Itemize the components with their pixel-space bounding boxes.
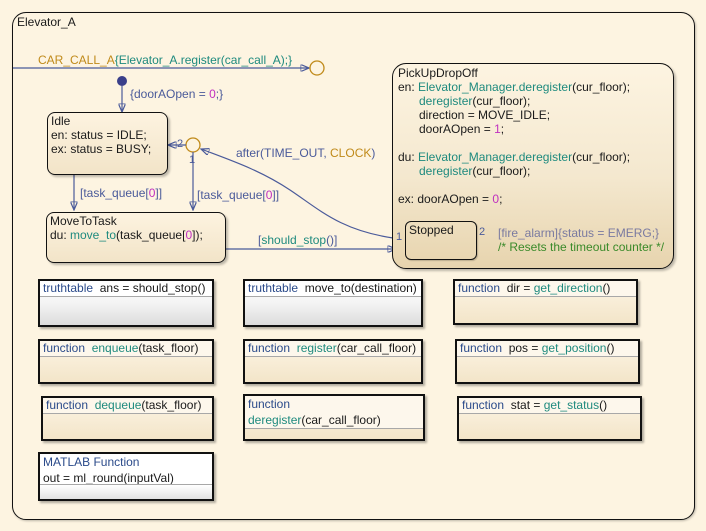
state-stopped[interactable]: Stopped <box>405 221 477 260</box>
function-get-position[interactable]: function pos = get_position() <box>455 339 640 384</box>
pickup-during-line2: deregister(cur_floor); <box>419 164 531 178</box>
function-get-direction[interactable]: function dir = get_direction() <box>453 279 638 325</box>
default-transition-dot[interactable] <box>117 76 127 86</box>
function-header: function pos = get_position() <box>457 341 638 357</box>
pickup-entry-line4: doorAOpen = 1; <box>419 122 505 136</box>
function-dequeue[interactable]: function dequeue(task_floor) <box>41 396 214 441</box>
label-default-transition: {doorAOpen = 0;} <box>130 87 224 101</box>
junction-car-call[interactable] <box>309 60 325 76</box>
function-header-signature: deregister(car_call_floor) <box>245 412 423 429</box>
label-junction-to-move: [task_queue[0]] <box>197 188 280 202</box>
function-header: function dequeue(task_floor) <box>43 398 212 414</box>
state-stopped-name: Stopped <box>409 223 454 237</box>
function-header: function register(car_call_floor) <box>245 341 421 357</box>
truthtable-move-to[interactable]: truthtable move_to(destination) <box>243 279 423 327</box>
label-fire-alarm-comment: /* Resets the timeout counter */ <box>498 240 665 254</box>
function-header: truthtable move_to(destination) <box>245 281 421 297</box>
label-fire-alarm: [fire_alarm]{status = EMERG;} <box>498 226 660 240</box>
order-junction-to-idle: 2 <box>177 138 184 150</box>
pickup-entry-line3: direction = MOVE_IDLE; <box>419 108 551 122</box>
pickup-exit: ex: doorAOpen = 0; <box>398 192 503 206</box>
label-idle-to-move: [task_queue[0]] <box>80 186 163 200</box>
matlab-function-kind: MATLAB Function <box>43 455 140 469</box>
order-fire-alarm: 2 <box>479 226 486 238</box>
function-get-status[interactable]: function stat = get_status() <box>457 396 642 441</box>
order-stopped-in: 1 <box>396 231 403 243</box>
matlab-function-signature: out = ml_round(inputVal) <box>43 471 174 485</box>
transition-timeout[interactable] <box>201 149 394 239</box>
state-idle-name: Idle <box>51 114 71 128</box>
label-should-stop: [should_stop()] <box>258 233 338 247</box>
chart-title: Elevator_A <box>17 15 76 29</box>
function-header: truthtable ans = should_stop() <box>40 281 212 297</box>
state-idle-exit: ex: status = BUSY; <box>51 142 152 156</box>
function-enqueue[interactable]: function enqueue(task_floor) <box>38 339 214 384</box>
state-idle-entry: en: status = IDLE; <box>51 128 147 142</box>
pickup-during-line1: du: Elevator_Manager.deregister(cur_floo… <box>398 150 631 164</box>
function-register[interactable]: function register(car_call_floor) <box>243 339 423 384</box>
junction-center[interactable] <box>185 137 201 153</box>
function-header: function enqueue(task_floor) <box>40 341 212 357</box>
function-header-kind: function <box>245 396 423 412</box>
state-move-to-task-during: du: move_to(task_queue[0]); <box>50 228 203 242</box>
truthtable-should-stop[interactable]: truthtable ans = should_stop() <box>38 279 214 327</box>
order-junction-to-move: 1 <box>189 154 196 166</box>
matlab-function-ml-round[interactable]: MATLAB Function out = ml_round(inputVal) <box>38 452 214 501</box>
pickup-entry-line1: en: Elevator_Manager.deregister(cur_floo… <box>398 80 631 94</box>
label-car-call: CAR_CALL_A{Elevator_A.register(car_call_… <box>38 53 293 67</box>
matlab-function-footer <box>40 484 212 499</box>
state-move-to-task-name: MoveToTask <box>50 214 117 228</box>
function-header: function stat = get_status() <box>459 398 640 414</box>
pickup-entry-line2: deregister(cur_floor); <box>419 94 531 108</box>
state-pickup-name: PickUpDropOff <box>398 66 478 80</box>
function-header: function dir = get_direction() <box>455 281 636 297</box>
label-timeout: after(TIME_OUT, CLOCK) <box>236 146 376 160</box>
